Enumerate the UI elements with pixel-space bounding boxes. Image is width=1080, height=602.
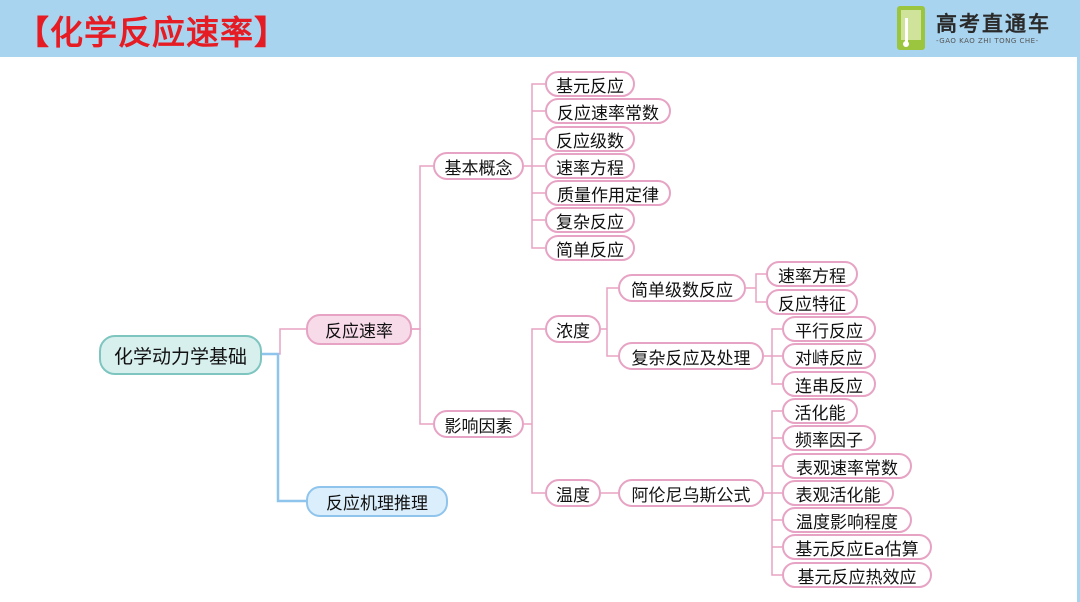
book-icon [897,6,925,50]
logo: 高考直通车 -GAO KAO ZHI TONG CHE- [894,4,1074,54]
node-factors[interactable]: 影响因素 [433,410,524,438]
node-complex-item[interactable]: 对峙反应 [782,343,876,369]
node-basic-item[interactable]: 反应速率常数 [545,98,671,124]
logo-subtitle: -GAO KAO ZHI TONG CHE- [936,37,1039,45]
node-mechanism[interactable]: 反应机理推理 [306,486,448,517]
node-arrhenius-item[interactable]: 频率因子 [782,425,876,451]
node-reaction-rate[interactable]: 反应速率 [306,314,412,345]
node-complex-item[interactable]: 平行反应 [782,316,876,342]
node-complex-item[interactable]: 连串反应 [782,371,876,397]
node-basic-item[interactable]: 质量作用定律 [545,180,671,206]
node-basic-item[interactable]: 简单反应 [545,235,635,261]
node-basic-item[interactable]: 复杂反应 [545,207,635,233]
node-arrhenius-item[interactable]: 表观活化能 [782,480,894,506]
node-arrhenius-item[interactable]: 温度影响程度 [782,507,912,533]
node-basic-item[interactable]: 反应级数 [545,126,635,152]
node-basic-item[interactable]: 速率方程 [545,153,635,179]
page-title: 【化学反应速率】 [16,13,288,52]
node-arrhenius[interactable]: 阿伦尼乌斯公式 [618,479,764,507]
node-temperature[interactable]: 温度 [545,479,601,507]
node-simple-order-item[interactable]: 速率方程 [766,261,858,287]
node-arrhenius-item[interactable]: 表观速率常数 [782,453,912,479]
node-simple-order[interactable]: 简单级数反应 [618,274,746,302]
node-basic-concepts[interactable]: 基本概念 [433,152,524,180]
right-border [1077,57,1080,602]
node-arrhenius-item[interactable]: 基元反应Ea估算 [782,534,932,560]
node-complex[interactable]: 复杂反应及处理 [618,342,764,370]
node-arrhenius-item[interactable]: 基元反应热效应 [782,562,932,588]
node-concentration[interactable]: 浓度 [545,315,601,343]
node-root[interactable]: 化学动力学基础 [99,335,262,375]
logo-name: 高考直通车 [936,12,1051,36]
node-simple-order-item[interactable]: 反应特征 [766,289,858,315]
node-basic-item[interactable]: 基元反应 [545,71,635,97]
header-bar: 【化学反应速率】 高考直通车 -GAO KAO ZHI TONG CHE- [0,0,1080,57]
node-arrhenius-item[interactable]: 活化能 [782,398,858,424]
